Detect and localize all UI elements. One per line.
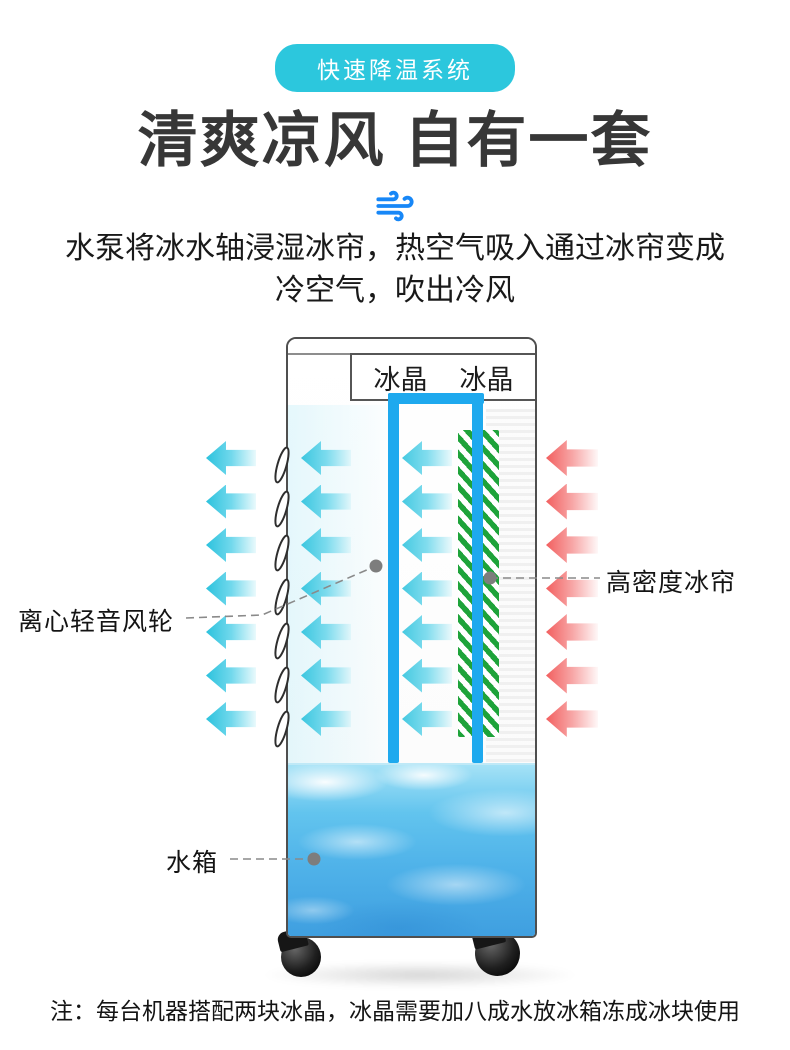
cold-air-arrow xyxy=(206,441,256,475)
hot-air-arrow xyxy=(546,483,598,520)
badge-label: 快速降温系统 xyxy=(317,57,473,83)
water-frame-right xyxy=(472,393,483,763)
hot-air-arrow xyxy=(546,701,598,737)
cooler-diagram: 冰晶 冰晶 离心轻音风轮 高密度冰帘 水 xyxy=(0,330,790,990)
wind-icon xyxy=(366,186,424,226)
ice-crystal-label-left: 冰晶 xyxy=(373,364,428,395)
fan-blade xyxy=(274,490,290,528)
cold-air-arrow xyxy=(206,484,256,519)
fan-blade xyxy=(274,446,290,484)
hot-air-arrow xyxy=(546,527,598,563)
water-frame-left xyxy=(388,393,399,763)
section-badge: 快速降温系统 xyxy=(275,44,515,92)
hot-air-arrow xyxy=(546,440,598,476)
cold-air-arrow xyxy=(206,658,256,693)
water-frame-top xyxy=(388,393,484,404)
caster-wheel-right xyxy=(475,931,520,976)
cold-air-arrow xyxy=(206,571,256,606)
description: 水泵将冰水轴浸湿冰帘，热空气吸入通过冰帘变成 冷空气，吹出冷风 xyxy=(0,228,790,312)
fan-blade xyxy=(274,622,290,660)
fan-blade xyxy=(274,534,290,572)
label-fan-wheel: 离心轻音风轮 xyxy=(18,608,175,636)
page-title: 清爽凉风 自有一套 xyxy=(137,107,653,174)
hot-air-arrow xyxy=(546,570,598,607)
ice-crystal-slot: 冰晶 冰晶 xyxy=(350,353,535,401)
label-water-tank: 水箱 xyxy=(166,849,219,877)
water-tank xyxy=(288,763,535,936)
label-ice-curtain: 高密度冰帘 xyxy=(606,569,737,597)
fan-blade xyxy=(274,666,290,704)
hot-air-arrow xyxy=(546,657,598,694)
ice-crystal-label-right: 冰晶 xyxy=(459,364,514,395)
description-line1: 水泵将冰水轴浸湿冰帘，热空气吸入通过冰帘变成 xyxy=(65,232,725,265)
cold-air-arrow xyxy=(206,615,256,649)
fan-blades xyxy=(274,446,290,748)
caster-wheel-left xyxy=(281,937,321,977)
fan-blade xyxy=(274,710,290,748)
hot-air-arrow xyxy=(546,614,598,650)
footnote: 注：每台机器搭配两块冰晶，冰晶需要加八成水放冰箱冻成冰块使用 xyxy=(50,998,740,1024)
cold-air-arrow xyxy=(206,528,256,562)
fan-blade xyxy=(274,578,290,616)
cold-air-arrow xyxy=(206,702,256,736)
description-line2: 冷空气，吹出冷风 xyxy=(275,274,515,307)
